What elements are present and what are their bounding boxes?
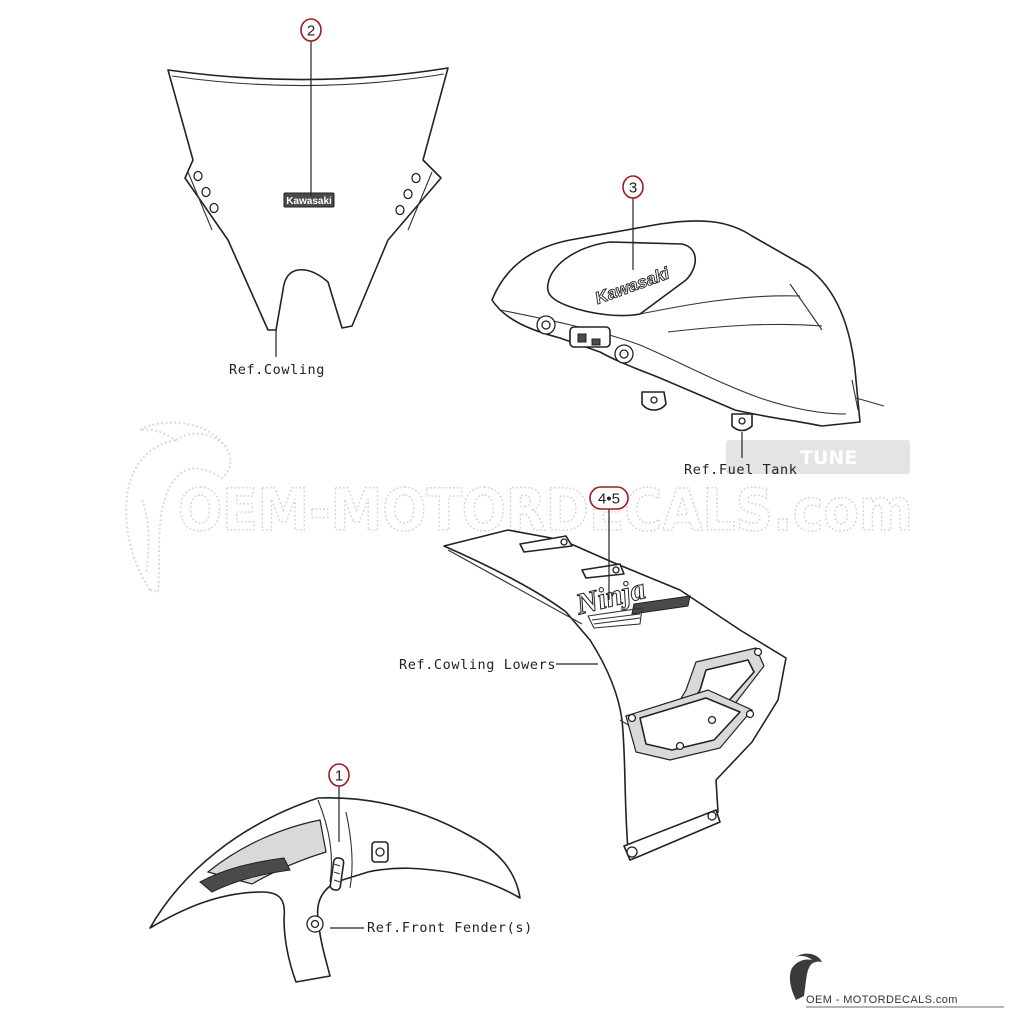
fairing-model-badge <box>631 595 691 615</box>
fender-dark-stripe <box>199 857 291 893</box>
fairing-mount-hole <box>612 566 620 574</box>
footer-branding: OEM - MOTORDECALS.com <box>789 953 1004 1008</box>
ref-front-fender-label: Ref.Front Fender(s) <box>367 920 533 936</box>
watermark-badge <box>726 440 910 474</box>
screen-mount-hole <box>395 204 405 216</box>
ref-cowling-lowers-label: Ref.Cowling Lowers <box>399 657 556 673</box>
screen-mount-hole <box>411 172 421 184</box>
fairing-stripe-lines <box>591 613 641 625</box>
tank-fitting-inner <box>541 320 551 330</box>
tank-hose <box>855 397 885 407</box>
fuel-tank-part: Kawasaki <box>491 220 885 432</box>
callout-2-label: 2 <box>307 23 315 40</box>
fairing-stripe-decal <box>587 607 643 629</box>
tank-fitting-inner <box>619 349 629 359</box>
fairing-bottom-bracket <box>623 809 721 861</box>
callout-2-circle <box>300 18 322 42</box>
fender-side-decal <box>329 857 345 891</box>
brand-footer-text: OEM - MOTORDECALS.com <box>806 994 958 1006</box>
fairing-screw <box>745 709 755 719</box>
callout-3-circle <box>622 175 644 199</box>
fender-mount-hole <box>375 847 385 857</box>
ref-fuel-tank: Ref.Fuel Tank <box>684 432 797 478</box>
fairing-screw <box>753 647 763 657</box>
watermark-site-text: OEM-MOTORDECALS.com <box>178 476 913 544</box>
cowling-lower-part: Ninja <box>443 529 787 861</box>
callout-4-5: 4•5 <box>589 486 629 600</box>
windscreen-part: Kawasaki <box>167 67 449 331</box>
tank-mount-hole <box>738 417 746 425</box>
tank-cap-plate <box>569 326 611 348</box>
ref-cowling-lowers: Ref.Cowling Lowers <box>399 657 598 673</box>
callout-1-circle <box>328 763 350 787</box>
fairing-vent-lower-inner <box>639 697 741 751</box>
tank-mount-hole <box>650 396 658 404</box>
fender-lower-mount-inner <box>310 919 320 929</box>
tank-cap-key <box>577 333 587 343</box>
ref-cowling-label: Ref.Cowling <box>229 362 325 378</box>
watermark: OEM-MOTORDECALS.com TUNE <box>125 421 914 594</box>
fairing-screw <box>627 713 637 723</box>
fairing-bottom-hole <box>626 846 638 858</box>
ref-front-fender: Ref.Front Fender(s) <box>330 920 533 936</box>
callout-4-5-label: 4•5 <box>598 491 620 508</box>
brand-bird-icon <box>789 953 822 1000</box>
screen-mount-hole <box>403 188 413 200</box>
front-fender-part <box>149 796 521 983</box>
callout-1-label: 1 <box>335 768 343 785</box>
fairing-screw <box>707 715 717 725</box>
watermark-bird-icon <box>125 421 232 594</box>
fairing-mount-tab <box>519 535 573 553</box>
fairing-mount-hole <box>560 538 568 546</box>
screen-mount-hole <box>201 186 211 198</box>
windscreen-logo-text: Kawasaki <box>286 196 332 207</box>
ref-fuel-tank-label: Ref.Fuel Tank <box>684 462 797 478</box>
fairing-screw <box>675 741 685 751</box>
callout-2: 2 <box>300 18 322 196</box>
callout-4-5-circle <box>589 486 629 510</box>
callout-1: 1 <box>328 763 350 842</box>
windscreen-decal <box>283 192 335 208</box>
tank-cap-lock <box>591 338 601 346</box>
callout-3-label: 3 <box>629 180 637 197</box>
screen-mount-hole <box>209 202 219 214</box>
watermark-badge-text: TUNE <box>800 447 857 469</box>
screen-mount-hole <box>193 170 203 182</box>
callout-3: 3 <box>622 175 644 270</box>
ref-cowling: Ref.Cowling <box>229 330 325 378</box>
fairing-bottom-hole <box>707 811 717 821</box>
